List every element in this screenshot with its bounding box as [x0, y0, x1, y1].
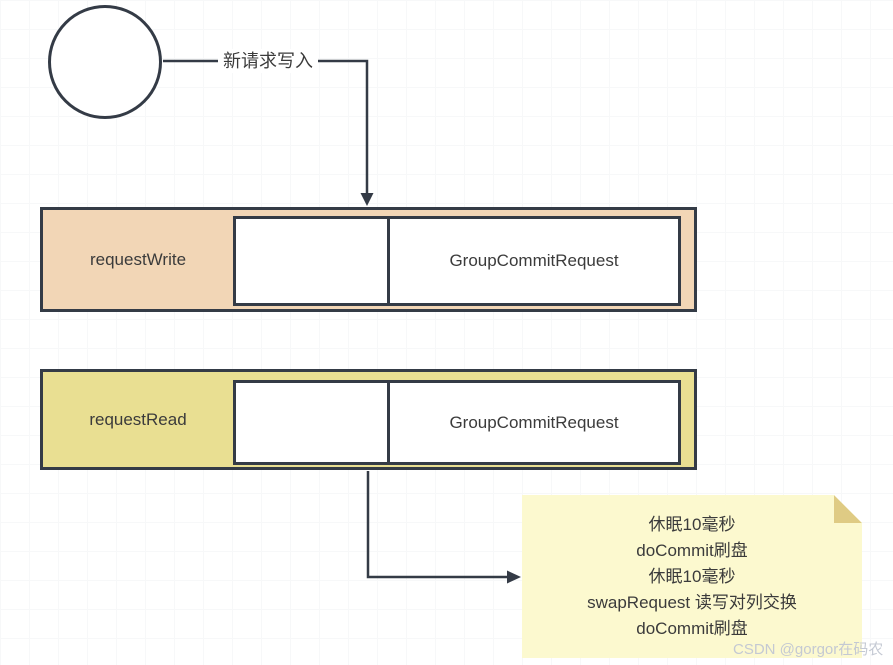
note-line: doCommit刷盘	[636, 540, 748, 560]
queue-request-write: requestWrite GroupCommitRequest	[40, 207, 697, 312]
queue-read-slot-value: GroupCommitRequest	[449, 412, 619, 432]
arrowhead-right-icon	[507, 570, 521, 584]
queue-request-read: requestRead GroupCommitRequest	[40, 369, 697, 470]
queue-read-slot-empty	[236, 383, 390, 462]
note-line: 休眠10毫秒	[648, 566, 736, 586]
edge-label-new-request: 新请求写入	[218, 49, 318, 73]
queue-write-slot-empty	[236, 219, 390, 303]
note-line: swapRequest 读写对列交换	[587, 592, 797, 612]
sticky-note: 休眠10毫秒 doCommit刷盘 休眠10毫秒 swapRequest 读写对…	[522, 495, 862, 658]
edge-new-request-line	[163, 59, 369, 195]
queue-write-label: requestWrite	[89, 249, 187, 269]
queue-write-slots: GroupCommitRequest	[233, 216, 681, 306]
start-state-circle	[48, 5, 162, 119]
queue-read-slots: GroupCommitRequest	[233, 380, 681, 465]
arrowhead-down-icon	[360, 193, 374, 206]
note-text-block: 休眠10毫秒 doCommit刷盘 休眠10毫秒 swapRequest 读写对…	[522, 495, 862, 658]
queue-write-slot-value: GroupCommitRequest	[449, 251, 619, 270]
edge-read-to-note-line	[366, 471, 508, 579]
queue-read-label: requestRead	[89, 409, 187, 429]
note-line: doCommit刷盘	[636, 618, 748, 638]
watermark: CSDN @gorgor在码农	[733, 641, 884, 658]
note-line: 休眠10毫秒	[648, 514, 736, 534]
